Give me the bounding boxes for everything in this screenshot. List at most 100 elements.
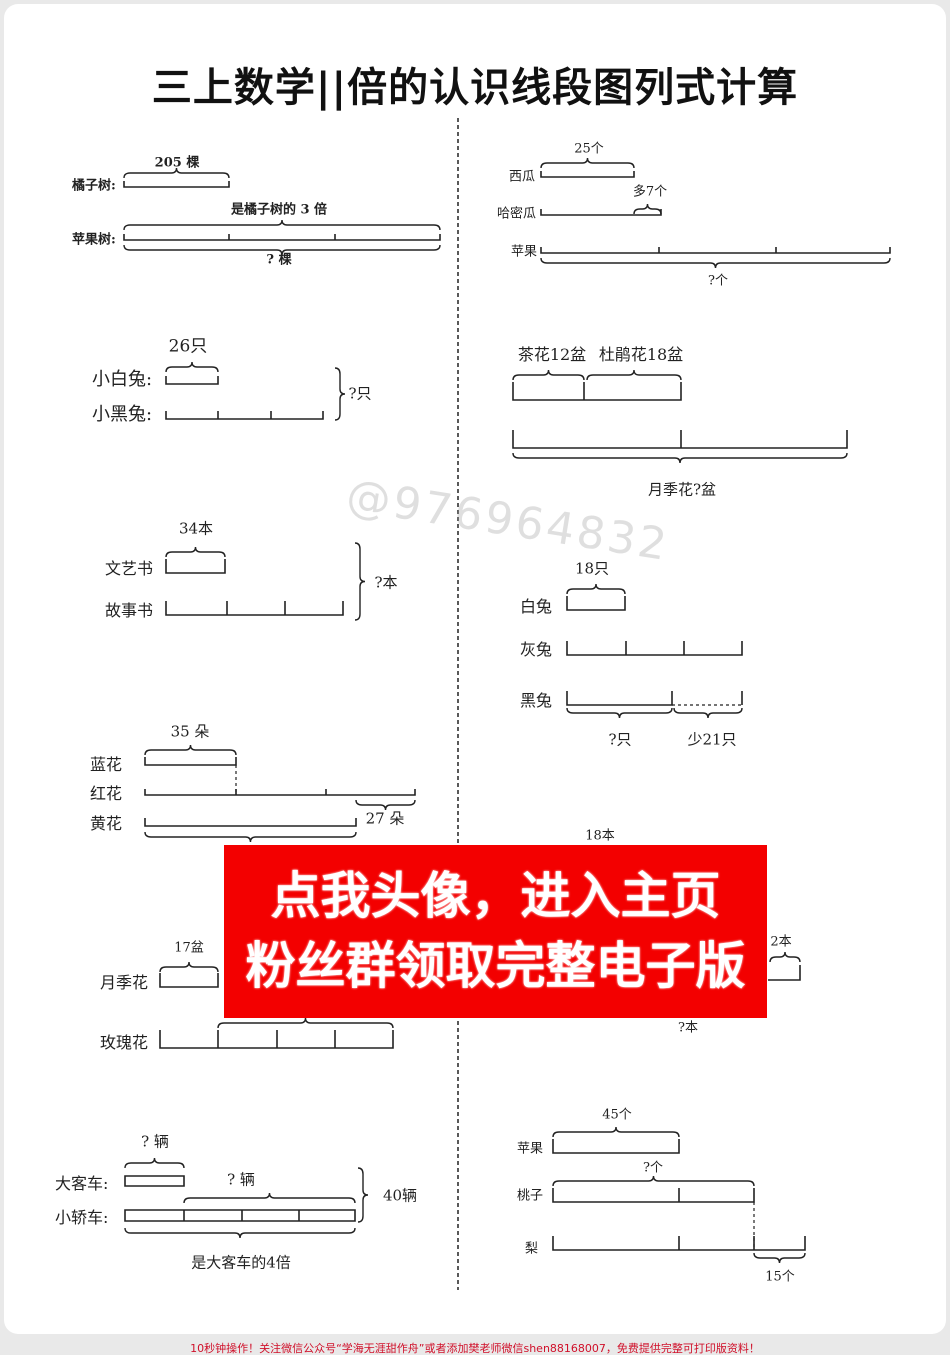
value-orange-tree: 205 棵 [154,155,200,171]
line-segment [552,1188,755,1203]
brace [566,707,673,719]
total-label: 40辆 [382,1186,418,1205]
line-segment [165,411,324,420]
brace [144,831,357,843]
promo-banner[interactable]: 点我头像，进入主页 粉丝群领取完整电子版 [224,845,767,1018]
label-hami-melon: 哈密瓜 [497,206,537,222]
question-label: 月季花?盆 [647,480,717,499]
question-bus: ? 辆 [141,1132,169,1151]
bar-segment [540,171,635,178]
times-label: 是大客车的4倍 [191,1253,291,1272]
brace [753,1252,806,1264]
brace [552,1175,755,1187]
bar-segment [165,376,219,385]
label-black-rabbit: 黑兔 [520,691,553,710]
label-black-rabbit: 小黑兔: [92,404,153,425]
promo-line-1: 点我头像，进入主页 [270,867,721,925]
label-rose: 玫瑰花 [100,1033,149,1052]
brace [586,369,682,381]
label-white-rabbit: 白兔 [520,597,553,616]
brace [512,452,848,464]
brace [540,157,635,169]
value-apple: 45个 [602,1107,632,1123]
brace [552,1126,680,1138]
line-segment [566,641,743,656]
diff-label: 27 朵 [365,809,405,828]
brace [165,361,219,373]
footer-notice: 10秒钟操作！关注微信公众号“学海无涯甜作舟”或者添加樊老师微信shen8816… [190,1342,760,1355]
line-segment [512,430,848,449]
bar-segment [159,973,219,988]
bar-segment [123,181,230,188]
brace [633,203,662,215]
question-label: ?个 [643,1160,663,1176]
label-story-book: 故事书 [105,601,154,620]
brace [334,367,346,421]
question-label: ?个 [708,273,728,289]
bar-segment [540,209,662,216]
value-top: 18本 [585,828,615,844]
brace [673,707,743,719]
brace [357,1167,369,1223]
brace [769,951,801,963]
line-segment [540,247,891,254]
label-apple: 苹果 [511,244,538,260]
value-white-rabbit: 18只 [574,559,610,578]
label-orange-tree: 橘子树: [72,178,116,194]
line-segment [512,382,682,401]
more-label: 多7个 [632,184,668,200]
label-white-rabbit: 小白兔: [92,369,153,390]
less-label: 少21只 [687,730,737,749]
question-label: ? 棵 [266,252,292,268]
label-china-rose: 月季花 [100,973,149,992]
label-literature-book: 文艺书 [105,559,154,578]
line-segment [566,691,673,706]
brace [183,1192,356,1204]
brace [123,167,230,179]
label-watermelon: 西瓜 [509,169,536,185]
brace [144,744,237,756]
brace [566,583,626,595]
line-segment [144,789,416,796]
value-literature-book: 34本 [178,519,214,538]
label-bus: 大客车: [55,1174,109,1193]
question-car: ? 辆 [227,1170,255,1189]
value-watermelon: 25个 [574,141,604,157]
brace [540,257,891,269]
question-label: ?只 [348,384,372,403]
bar-segment [566,596,626,611]
label-gray-rabbit: 灰兔 [520,640,553,659]
label-peach: 桃子 [517,1188,544,1204]
value-blue-flower: 35 朵 [170,722,210,741]
value-right: 2本 [770,934,792,950]
label-pear: 梨 [525,1241,539,1257]
times-label: 是橘子树的 3 倍 [230,202,328,218]
brace [512,369,585,381]
brace [217,1017,394,1029]
line-segment [552,1236,806,1251]
brace [165,546,226,558]
brace [159,961,219,973]
brace [354,542,366,621]
label-azalea: 杜鹃花18盆 [598,345,684,364]
label-apple: 苹果 [517,1141,544,1157]
line-segment [165,601,344,616]
bar-segment [165,559,226,574]
brace [123,244,441,256]
bar-segment [124,1175,185,1187]
line-segment [144,818,357,827]
question-label: ?本 [678,1020,698,1036]
question-label: ?只 [608,730,632,749]
question-label: ?本 [374,573,398,592]
bar-segment [552,1139,680,1154]
label-camellia: 茶花12盆 [517,345,587,364]
line-segment [123,234,441,241]
label-blue-flower: 蓝花 [90,755,123,774]
label-yellow-flower: 黄花 [90,814,123,833]
value-china-rose: 17盆 [174,940,204,956]
label-apple-tree: 苹果树: [72,232,116,248]
label-car: 小轿车: [55,1208,109,1227]
brace [355,799,416,811]
